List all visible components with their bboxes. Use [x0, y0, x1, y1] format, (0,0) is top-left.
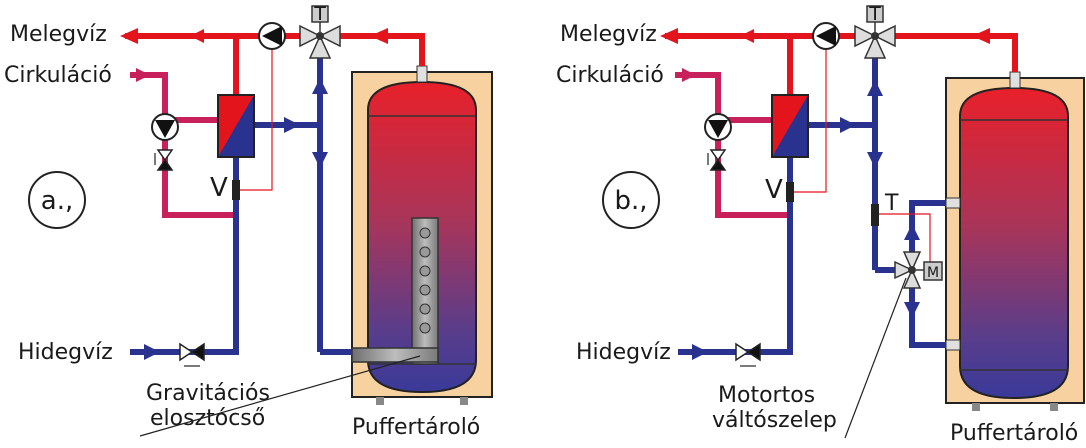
label-gravity-1: Gravitációs: [146, 381, 270, 406]
heat-exchanger-b: [771, 94, 809, 158]
motor-valve-leader-line: [844, 277, 907, 439]
panel-tag-circle-a: [28, 171, 86, 229]
pump-a-top: [258, 22, 286, 50]
gravity-leader-line: [139, 355, 421, 437]
label-valve-v-b: V: [765, 175, 783, 205]
check-valve-b: [707, 149, 727, 171]
thermo-sensor-b: [871, 204, 879, 226]
label-motor-valve-1: Motortos: [718, 383, 815, 408]
panel-tag-circle-b: [602, 171, 660, 229]
label-circulation-b: Cirkuláció: [556, 63, 664, 88]
label-thermo-t-a: T: [313, 3, 326, 25]
label-hot-water-a: Melegvíz: [10, 22, 107, 47]
panel-tag-b: b.,: [614, 186, 647, 216]
circulation-pump-a: [151, 113, 179, 141]
label-gravity-2: elosztócső: [150, 406, 265, 431]
label-cold-water-b: Hidegvíz: [576, 340, 671, 365]
circulation-pump-b: [704, 113, 732, 141]
flow-switch-b: [786, 182, 794, 202]
panel-b: b., Melegvíz Cirkuláció Hidegvíz V T T M…: [556, 3, 1085, 446]
label-hot-water-b: Melegvíz: [560, 22, 657, 47]
cold-inlet-valve-b: [735, 342, 761, 367]
heat-exchanger-a: [217, 94, 255, 158]
check-valve-a: [154, 149, 174, 171]
label-thermo-t-top-b: T: [868, 3, 881, 25]
buffer-tank-b: [945, 71, 1085, 411]
signal-lines-b: [794, 40, 931, 262]
label-motor-m: M: [927, 265, 939, 281]
flow-switch-a: [232, 180, 240, 200]
label-buffer-tank-b: Puffertároló: [950, 421, 1078, 446]
label-valve-v-a: V: [210, 173, 228, 203]
label-circulation-a: Cirkuláció: [4, 63, 112, 88]
mixing-valve-a: [299, 5, 341, 59]
pump-b-top: [812, 22, 840, 50]
cold-pipes-a: [130, 58, 352, 355]
label-cold-water-a: Hidegvíz: [18, 340, 113, 365]
cold-inlet-valve-a: [179, 342, 205, 367]
mixing-valve-b: [854, 5, 896, 59]
motorized-diverter-valve: [894, 251, 943, 289]
signal-lines-a: [240, 38, 273, 191]
panel-tag-a: a.,: [41, 186, 73, 216]
label-buffer-tank-a: Puffertároló: [352, 415, 480, 440]
label-motor-valve-2: váltószelep: [712, 408, 837, 433]
label-thermo-t-side-b: T: [884, 191, 899, 216]
panel-a: a., Melegvíz Cirkuláció Hidegvíz V T Puf…: [4, 3, 493, 440]
